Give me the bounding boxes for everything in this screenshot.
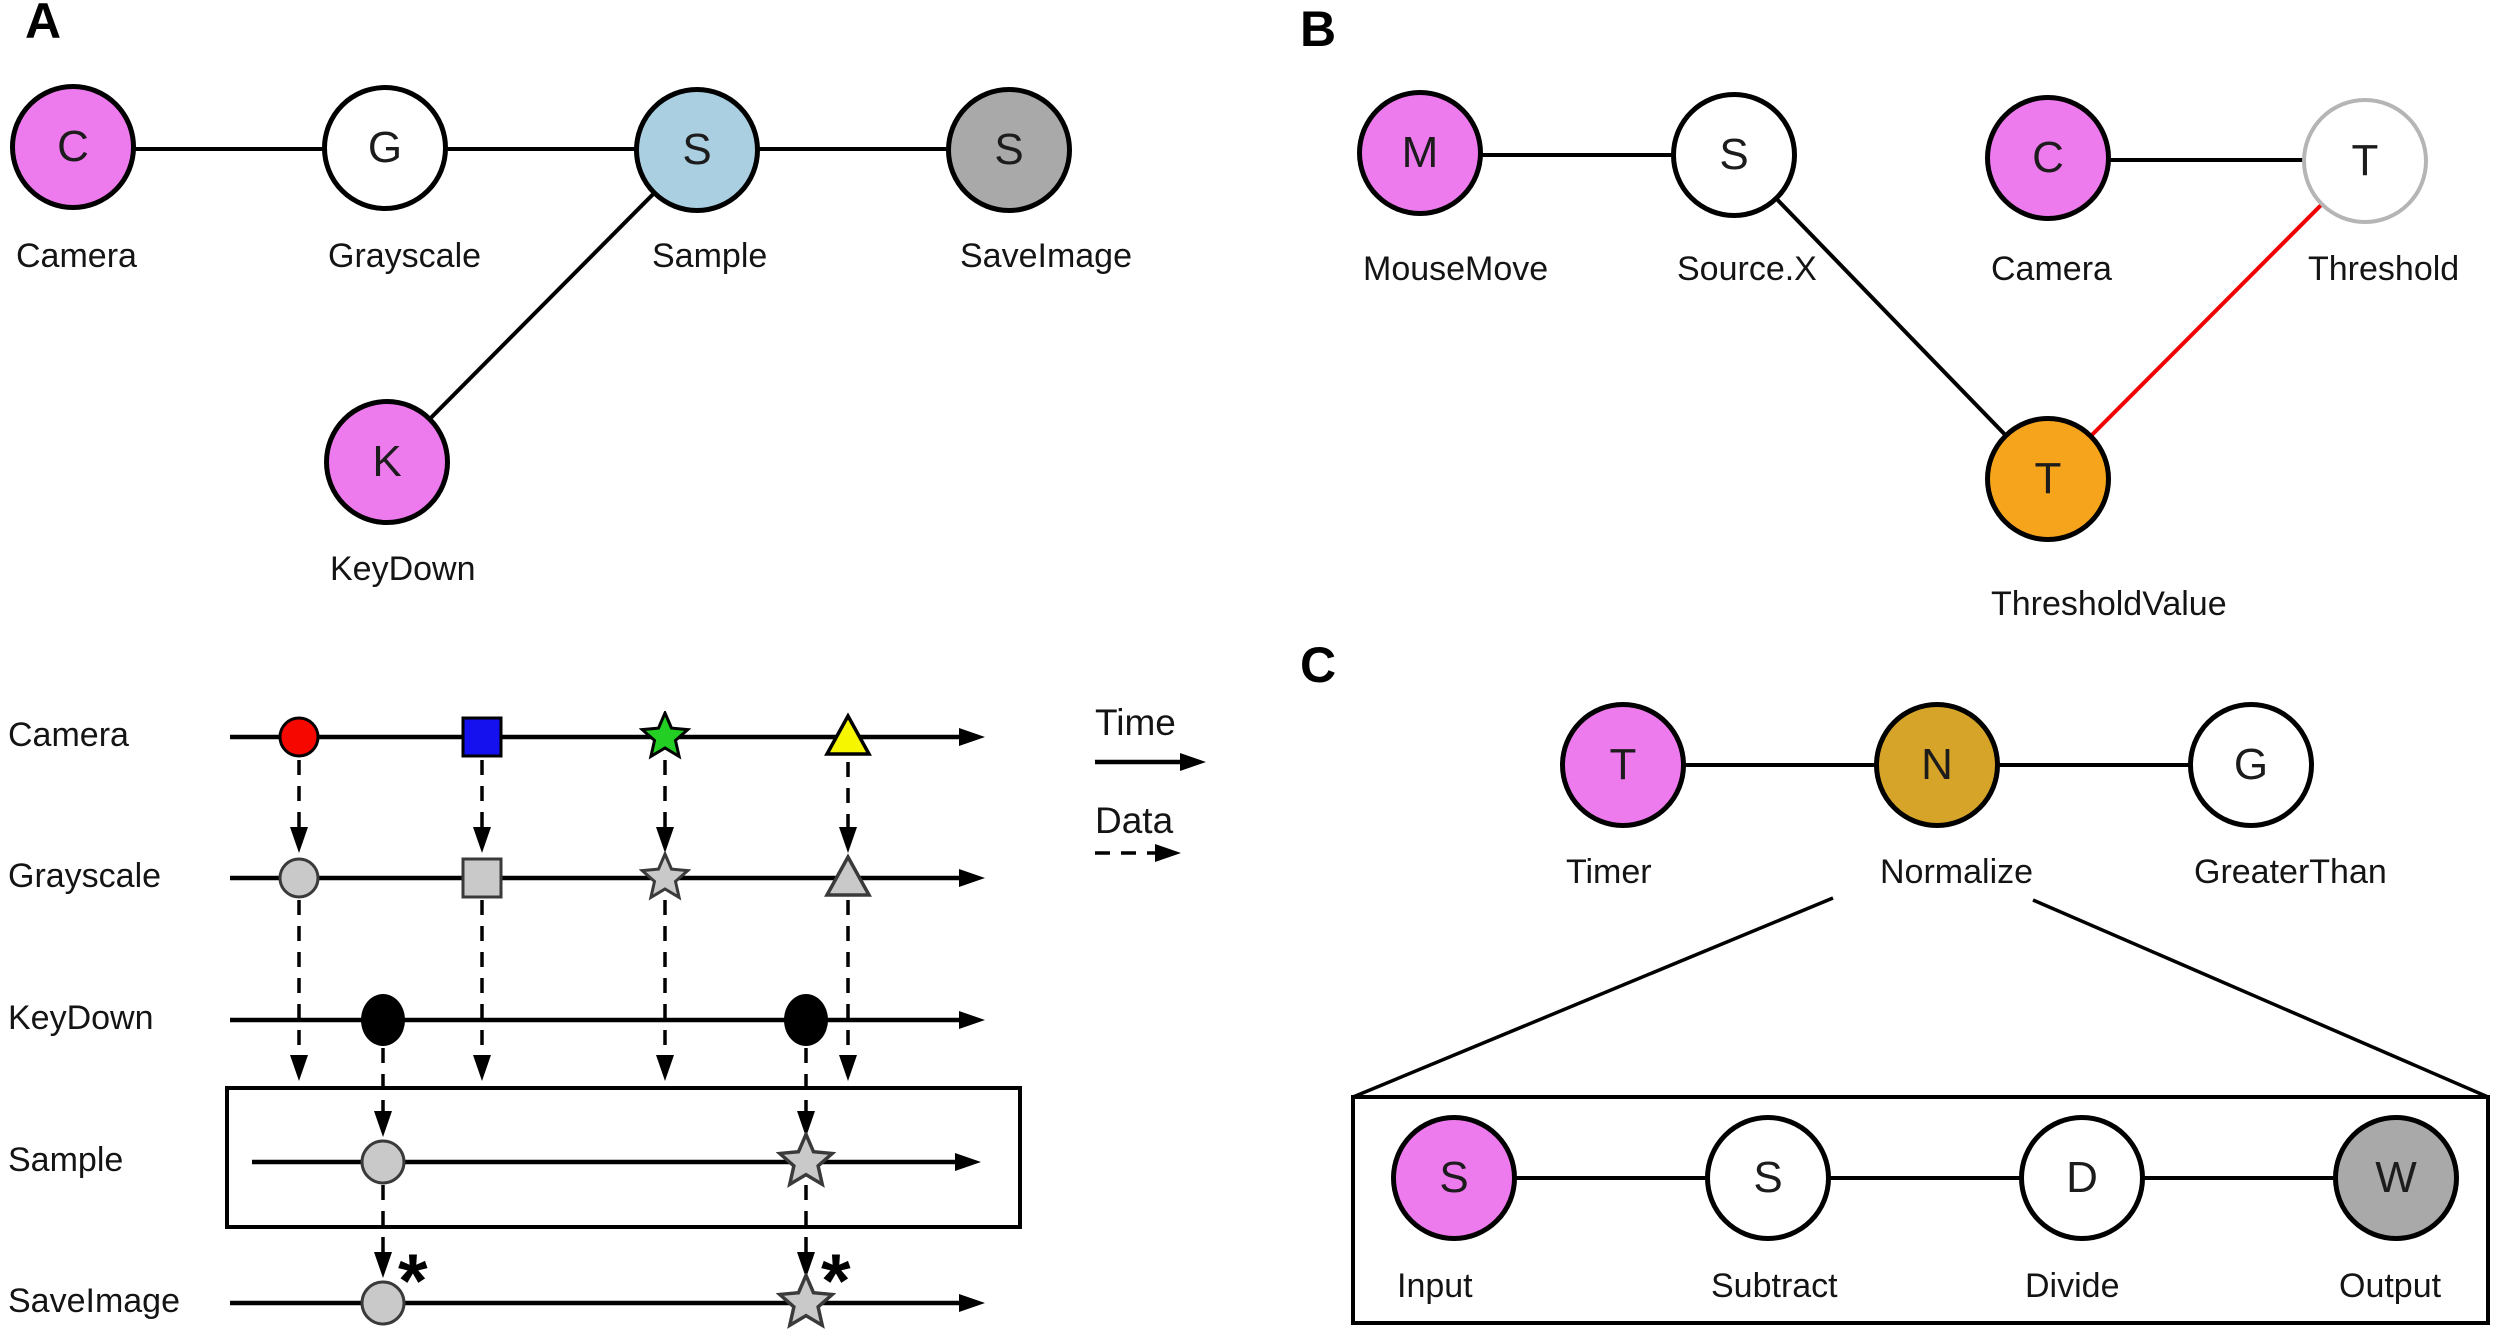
node-letter: K	[372, 437, 402, 486]
caption-c-output: Output	[2339, 1267, 2442, 1305]
node-c-output: W	[2333, 1115, 2459, 1241]
node-c-greaterthan: G	[2188, 702, 2314, 828]
node-b-thresholdvalue: T	[1985, 416, 2111, 542]
caption-a-keydown: KeyDown	[330, 550, 476, 588]
timeline-label-keydown: KeyDown	[8, 999, 154, 1037]
node-letter: W	[2375, 1153, 2417, 1202]
node-b-mousemove: M	[1357, 90, 1483, 216]
node-letter: D	[2066, 1153, 2098, 1202]
node-a-keydown: K	[324, 399, 450, 525]
node-letter: C	[57, 122, 89, 171]
marble-gray-star	[640, 852, 690, 899]
legend-data-label: Data	[1095, 800, 1174, 841]
expansion-line-left	[1352, 896, 1834, 1099]
caption-b-sourcex: Source.X	[1677, 250, 1817, 288]
normalize-expansion-box	[1351, 1095, 2490, 1325]
node-a-saveimage: S	[946, 87, 1072, 213]
node-c-normalize: N	[1874, 702, 2000, 828]
timeline-label-grayscale: Grayscale	[8, 857, 162, 895]
caption-b-mousemove: MouseMove	[1363, 250, 1549, 288]
marble-red-circle	[278, 716, 320, 758]
caption-b-thresholdvalue: ThresholdValue	[1991, 585, 2227, 623]
node-letter: S	[1753, 1153, 1783, 1202]
marble-blue-square	[461, 716, 503, 758]
caption-c-subtract: Subtract	[1711, 1267, 1838, 1305]
node-letter: G	[367, 123, 403, 172]
node-letter: T	[2034, 454, 2062, 503]
node-letter: C	[2032, 133, 2064, 182]
marble-keypress-1	[361, 994, 405, 1046]
node-letter: M	[1401, 128, 1439, 177]
caption-c-greaterthan: GreaterThan	[2194, 853, 2387, 891]
marble-green-star	[640, 711, 690, 758]
node-letter: S	[682, 125, 712, 174]
caption-a-grayscale: Grayscale	[328, 237, 482, 275]
node-letter: G	[2233, 740, 2269, 789]
node-c-input: S	[1391, 1115, 1517, 1241]
node-a-camera: C	[10, 84, 136, 210]
node-a-sample: S	[634, 87, 760, 213]
legend-time-label: Time	[1095, 702, 1176, 743]
marble-saved-circle	[360, 1280, 406, 1326]
timeline-label-sample: Sample	[8, 1141, 124, 1179]
saveimage-asterisk-2: *	[821, 1239, 851, 1324]
panel-a-label: A	[25, 0, 62, 49]
node-letter: S	[994, 125, 1024, 174]
panel-b-label: B	[1300, 1, 1337, 57]
saveimage-asterisk-1: *	[398, 1239, 428, 1324]
node-c-timer: T	[1560, 702, 1686, 828]
caption-a-saveimage: SaveImage	[960, 237, 1132, 275]
node-b-camera: C	[1985, 95, 2111, 221]
node-letter: S	[1439, 1153, 1469, 1202]
caption-c-normalize: Normalize	[1880, 853, 2034, 891]
caption-b-threshold: Threshold	[2308, 250, 2460, 288]
caption-b-camera: Camera	[1991, 250, 2112, 288]
caption-a-camera: Camera	[16, 237, 137, 275]
node-letter: T	[1609, 740, 1637, 789]
edge-b-sourcex-thresholdvalue	[1732, 153, 2050, 481]
expansion-line-right	[2032, 898, 2489, 1099]
sample-window-box	[225, 1086, 1022, 1229]
node-b-threshold: T	[2302, 98, 2428, 224]
node-b-sourcex: S	[1671, 92, 1797, 218]
edge-b-thresholdvalue-threshold-red	[2046, 159, 2367, 481]
node-letter: S	[1719, 130, 1749, 179]
marble-gray-square	[461, 857, 503, 899]
timeline-label-camera: Camera	[8, 716, 129, 754]
marble-sampled-circle	[360, 1139, 406, 1185]
caption-a-sample: Sample	[652, 237, 768, 275]
marble-gray-circle	[278, 857, 320, 899]
edge-a-keydown-sample	[385, 148, 699, 464]
node-letter: N	[1921, 740, 1953, 789]
caption-c-divide: Divide	[2025, 1267, 2120, 1305]
node-a-grayscale: G	[322, 85, 448, 211]
marble-sampled-star	[777, 1132, 835, 1187]
node-letter: T	[2351, 136, 2379, 185]
timeline-label-saveimage: SaveImage	[8, 1282, 180, 1320]
marble-keypress-2	[784, 994, 828, 1046]
node-c-divide: D	[2019, 1115, 2145, 1241]
caption-c-timer: Timer	[1566, 853, 1652, 891]
panel-c-label: C	[1300, 637, 1337, 693]
node-c-subtract: S	[1705, 1115, 1831, 1241]
caption-c-input: Input	[1397, 1267, 1473, 1305]
